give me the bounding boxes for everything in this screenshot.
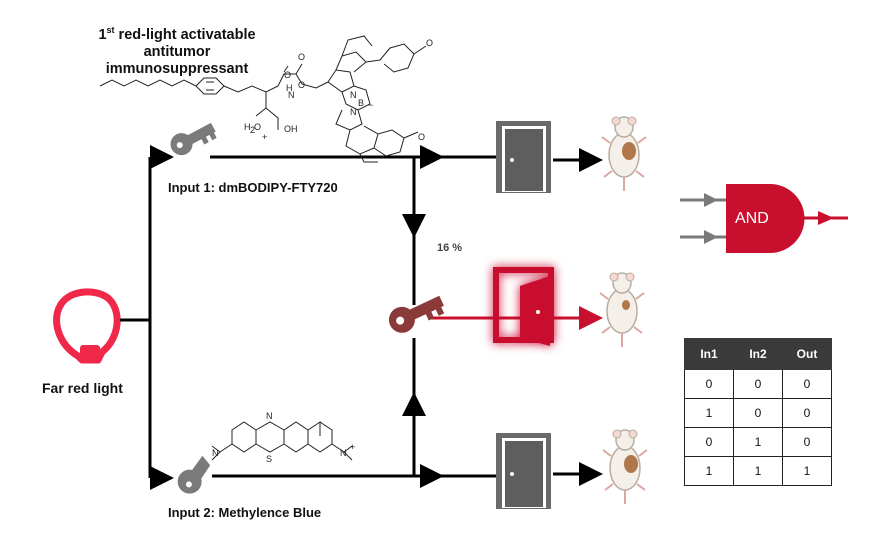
truth-table: In1 In2 Out 0 0 0 1 0 0 0 1 0 1 1 1 [684, 338, 832, 486]
svg-text:O: O [426, 38, 433, 48]
truth-table-cell: 0 [733, 398, 783, 428]
truth-table-cell: 0 [782, 398, 832, 428]
title-line2: antitumor [143, 43, 211, 60]
svg-text:O: O [254, 122, 261, 132]
truth-table-cell: 1 [684, 456, 734, 486]
truth-table-header: Out [782, 338, 832, 370]
truth-table-cell: 1 [782, 456, 832, 486]
truth-table-row: 1 1 1 [684, 456, 832, 486]
truth-table-cell: 1 [684, 398, 734, 428]
lightbulb-icon [53, 288, 121, 364]
svg-text:+: + [262, 132, 267, 142]
svg-text:O: O [298, 52, 305, 62]
svg-text:H: H [244, 122, 251, 132]
truth-table-row: 1 0 0 [684, 398, 832, 428]
key-icon [388, 295, 445, 333]
chemical-atom-labels: O O O N H H 2 O + OH N B − N O O [244, 38, 433, 142]
mouse-icon [602, 429, 648, 504]
svg-text:O: O [418, 132, 425, 142]
title-line3: immunosuppressant [105, 60, 249, 77]
svg-text:H: H [286, 83, 293, 93]
truth-table-header-row: In1 In2 Out [684, 338, 832, 370]
truth-table-cell: 0 [684, 369, 734, 399]
key-icon [170, 122, 217, 156]
truth-table-row: 0 1 0 [684, 427, 832, 457]
svg-text:N: N [350, 90, 357, 100]
door-icon [493, 267, 554, 346]
and-gate-icon [680, 184, 848, 253]
truth-table-header: In1 [684, 338, 734, 370]
input1-label: Input 1: dmBODIPY-FTY720 [168, 180, 338, 195]
svg-text:+: + [350, 442, 355, 452]
percent-label: 16 % [437, 242, 463, 254]
truth-table-cell: 1 [733, 456, 783, 486]
truth-table-row: 0 0 0 [684, 369, 832, 399]
title-line1: red-light activatable [114, 26, 256, 43]
title-ordinal: 1 [98, 26, 107, 43]
truth-table-cell: 0 [782, 369, 832, 399]
chemical-atom-labels: N S N N + [212, 411, 355, 464]
chemical-structure-bodipy-fty720 [99, 35, 427, 163]
svg-text:B: B [358, 98, 364, 108]
svg-text:2: 2 [250, 125, 255, 135]
light-label: Far red light [42, 380, 123, 396]
svg-text:N: N [340, 448, 347, 458]
svg-text:O: O [284, 70, 291, 80]
truth-table-cell: 1 [733, 427, 783, 457]
svg-text:OH: OH [284, 124, 298, 134]
gate-label: AND [735, 210, 769, 227]
truth-table-cell: 0 [782, 427, 832, 457]
svg-text:N: N [350, 107, 357, 117]
truth-table-cell: 0 [733, 369, 783, 399]
key-icon [177, 455, 211, 494]
mouse-icon [601, 116, 647, 191]
wiring [120, 145, 603, 490]
mouse-icon [599, 272, 645, 347]
chemical-structure-methylene-blue [211, 421, 353, 461]
svg-text:N: N [288, 90, 295, 100]
door-icon [496, 121, 551, 193]
title-ordinal-suffix: st [106, 25, 115, 35]
door-icon [496, 433, 551, 509]
compound-title: 1st red-light activatable antitumor immu… [92, 22, 262, 78]
svg-text:S: S [266, 454, 272, 464]
svg-text:N: N [212, 448, 219, 458]
truth-table-header: In2 [733, 338, 783, 370]
input2-label: Input 2: Methylence Blue [168, 505, 322, 520]
svg-text:O: O [298, 80, 305, 90]
truth-table-cell: 0 [684, 427, 734, 457]
svg-text:N: N [266, 411, 273, 421]
svg-text:−: − [368, 100, 373, 110]
